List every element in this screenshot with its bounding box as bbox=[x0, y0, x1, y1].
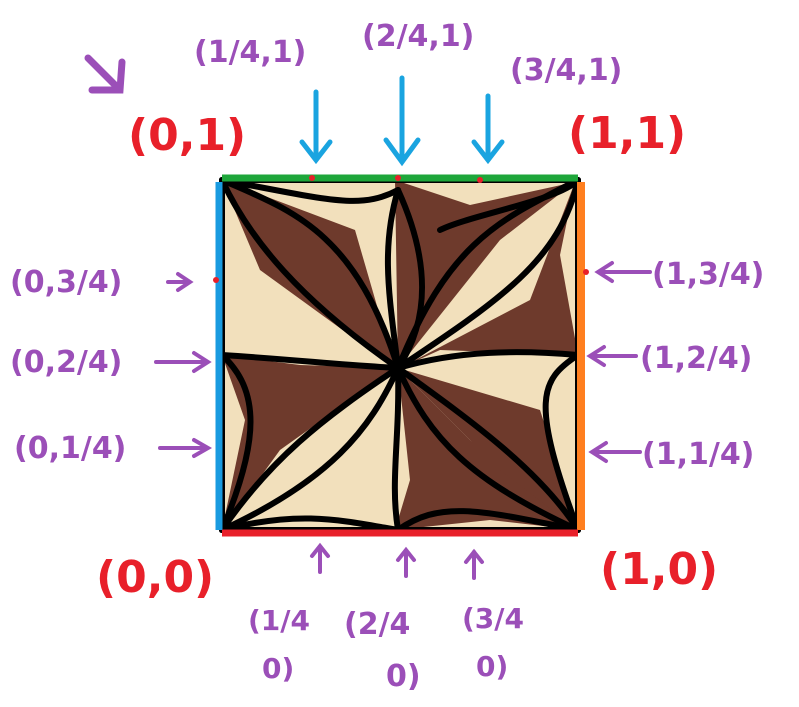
outline-ray-4 bbox=[384, 187, 401, 371]
arrow-bottom-3 bbox=[464, 548, 484, 580]
label-left-2: (0,2/4) bbox=[10, 345, 122, 380]
dark-region-right bbox=[400, 182, 578, 368]
tile bbox=[213, 174, 589, 537]
arrow-right-3 bbox=[588, 441, 642, 463]
label-bottom-3-bottom: 0) bbox=[476, 650, 508, 683]
label-right-1: (1,3/4) bbox=[652, 257, 764, 292]
arrow-bottom-1 bbox=[310, 542, 330, 574]
right-arrows bbox=[586, 261, 652, 463]
corner-labels: (0,1) (1,1) (0,0) (1,0) bbox=[96, 108, 718, 603]
point-top-3 bbox=[477, 177, 483, 183]
edge-points bbox=[213, 175, 589, 283]
label-top-1: (1/4,1) bbox=[194, 35, 306, 70]
top-arrows bbox=[299, 75, 505, 167]
label-left-3: (0,1/4) bbox=[14, 431, 126, 466]
outline-ray-18 bbox=[395, 508, 581, 533]
point-right-1 bbox=[583, 269, 589, 275]
arrow-right-1 bbox=[594, 261, 652, 283]
outline-ray-16 bbox=[219, 352, 401, 371]
outline-ray-12 bbox=[395, 365, 581, 533]
point-left-1 bbox=[213, 277, 219, 283]
outline-ray-9 bbox=[395, 349, 581, 371]
arrow-left-3 bbox=[158, 438, 213, 458]
point-top-2 bbox=[395, 175, 401, 181]
label-right-2: (1,2/4) bbox=[640, 341, 752, 376]
arrow-left-2 bbox=[154, 351, 212, 373]
left-point-labels: (0,3/4) (0,2/4) (0,1/4) bbox=[10, 265, 126, 466]
right-point-labels: (1,3/4) (1,2/4) (1,1/4) bbox=[640, 257, 764, 472]
arrow-top-1 bbox=[299, 89, 333, 165]
arrow-bottom-2 bbox=[396, 546, 416, 578]
corner-arrow bbox=[84, 54, 126, 94]
label-top-2: (2/4,1) bbox=[362, 19, 474, 54]
outline-ray-1 bbox=[219, 177, 401, 371]
label-left-1: (0,3/4) bbox=[10, 265, 122, 300]
label-corner-top-left: (0,1) bbox=[128, 110, 246, 161]
dark-region-bottom-center bbox=[395, 368, 578, 530]
label-bottom-2-top: (2/4 bbox=[344, 607, 410, 642]
label-bottom-3-top: (3/4 bbox=[462, 602, 524, 635]
bottom-point-labels: (1/4 0) (2/4 0) (3/4 0) bbox=[248, 602, 524, 694]
outline-ray-15 bbox=[219, 365, 401, 533]
outline-ray-7 bbox=[395, 177, 581, 371]
outline-ray-14 bbox=[219, 365, 401, 533]
outline-ray-17 bbox=[219, 352, 254, 533]
arrow-top-2 bbox=[383, 75, 421, 167]
dark-region-top-left bbox=[222, 180, 395, 368]
bottom-arrows bbox=[310, 542, 484, 580]
arrow-left-1 bbox=[166, 272, 194, 292]
label-corner-top-right: (1,1) bbox=[568, 108, 686, 159]
label-bottom-2-bottom: 0) bbox=[386, 659, 421, 694]
outline-ray-13 bbox=[391, 365, 402, 533]
outline-ray-19 bbox=[219, 515, 401, 533]
outline-ray-10 bbox=[542, 352, 581, 533]
point-top-1 bbox=[309, 175, 315, 181]
outline-ray-3 bbox=[219, 177, 401, 204]
label-corner-bottom-left: (0,0) bbox=[96, 552, 214, 603]
label-bottom-1-bottom: 0) bbox=[262, 652, 294, 685]
label-right-3: (1,1/4) bbox=[642, 437, 754, 472]
outline-web bbox=[219, 177, 581, 533]
label-top-3: (3/4,1) bbox=[510, 53, 622, 88]
dark-region-bottom-right bbox=[398, 368, 578, 530]
arrow-top-3 bbox=[471, 93, 505, 165]
outline-ray-11 bbox=[395, 365, 581, 533]
outline-ray-8 bbox=[437, 177, 581, 233]
label-corner-bottom-right: (1,0) bbox=[600, 544, 718, 595]
top-point-labels: (1/4,1) (2/4,1) (3/4,1) bbox=[194, 19, 622, 88]
outline-ray-2 bbox=[219, 177, 401, 371]
label-bottom-1-top: (1/4 bbox=[248, 604, 310, 637]
left-arrows bbox=[154, 272, 213, 458]
arrow-right-2 bbox=[586, 345, 638, 367]
